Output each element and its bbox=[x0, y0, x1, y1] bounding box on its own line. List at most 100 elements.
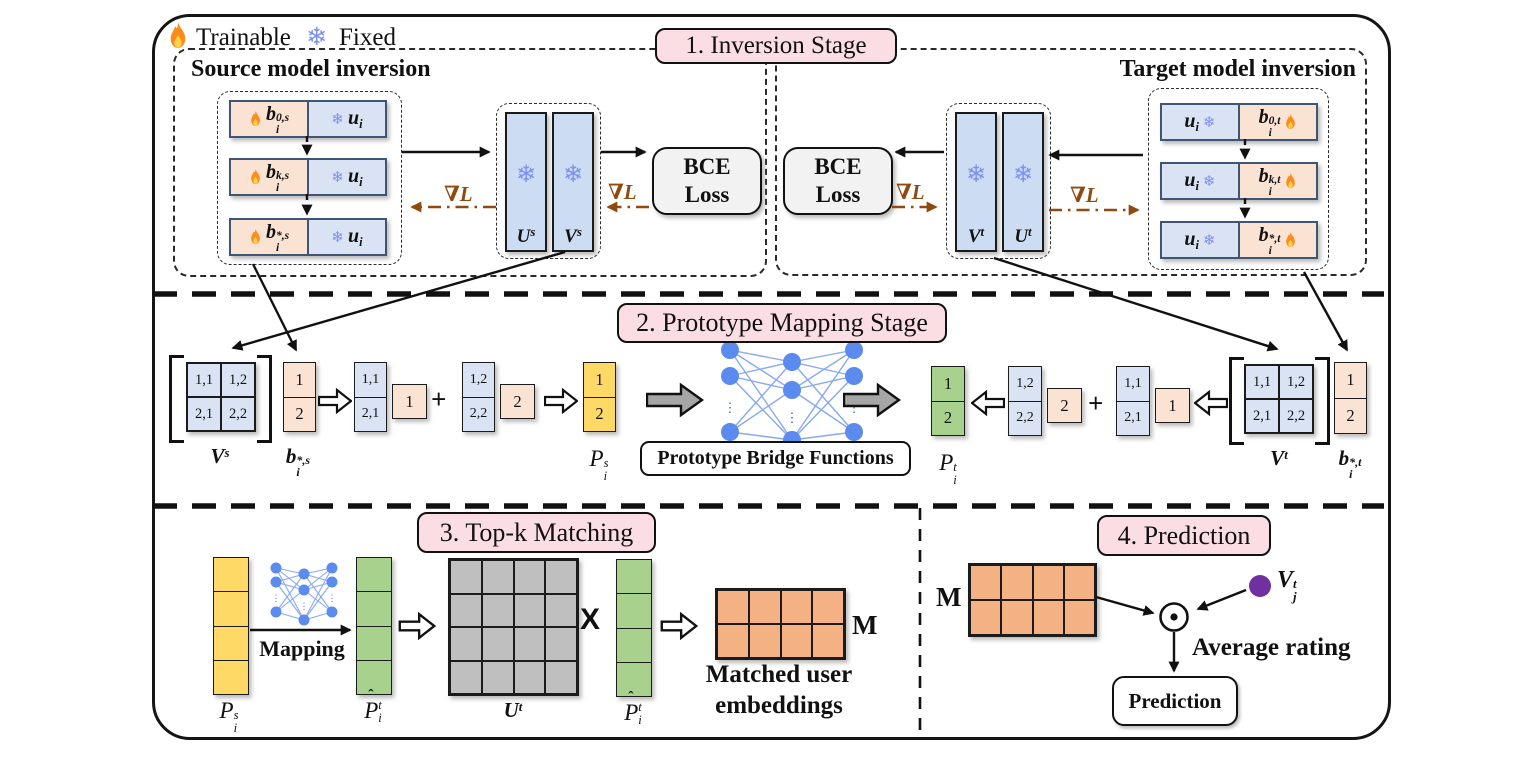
item-embedding-dot bbox=[1249, 575, 1271, 597]
stage3-label: 3. Top-k Matching bbox=[417, 512, 656, 553]
fixed-user-cell: ui ❄ bbox=[1162, 164, 1238, 198]
bridge-functions-box: Prototype Bridge Functions bbox=[640, 441, 911, 476]
vector-cell bbox=[214, 558, 248, 591]
flame-icon bbox=[1286, 231, 1296, 248]
source-item-matrix-column: ❄ Vs bbox=[552, 112, 594, 252]
stage2-label: 2. Prototype Mapping Stage bbox=[617, 303, 947, 343]
column-b-vector: 1,2 2,2 bbox=[462, 362, 495, 432]
average-rating-label: Average rating bbox=[1192, 634, 1351, 661]
vector-cell: 1 bbox=[295, 369, 304, 389]
vs-matrix: 1,1 1,2 2,1 2,2 bbox=[186, 362, 256, 432]
vs-matrix-label: Vs bbox=[210, 444, 230, 468]
svg-text:⋮: ⋮ bbox=[786, 410, 799, 425]
matrix-cell bbox=[717, 590, 749, 624]
snowflake-icon: ❄ bbox=[965, 159, 987, 188]
matrix-cell: 2,1 bbox=[1245, 399, 1279, 433]
matrix-column-label: Us bbox=[516, 224, 536, 247]
flame-icon bbox=[1286, 172, 1296, 189]
matrix-cell bbox=[1001, 565, 1033, 600]
vector-cell bbox=[214, 659, 248, 694]
source-user-matrix-column: ❄ Us bbox=[505, 112, 547, 252]
flow-arrow-icon bbox=[660, 612, 698, 640]
vector-cell bbox=[214, 591, 248, 625]
fixed-user-cell: ui ❄ bbox=[1162, 223, 1238, 257]
matrix-cell bbox=[748, 624, 781, 658]
svg-text:⋮: ⋮ bbox=[724, 400, 737, 415]
scalar-b-box-t: 2 bbox=[1047, 388, 1082, 423]
flame-icon bbox=[251, 168, 260, 185]
fixed-user-cell: ui ❄ bbox=[1162, 105, 1238, 139]
vector-cell bbox=[617, 627, 651, 662]
flow-arrow-icon bbox=[544, 388, 578, 414]
figure-border bbox=[152, 14, 1391, 740]
bce-line2: Loss bbox=[815, 182, 861, 207]
mapped-prototype-column-2 bbox=[616, 559, 652, 697]
matrix-cell: 2,1 bbox=[187, 397, 221, 431]
flame-icon bbox=[251, 228, 260, 245]
source-prototype-vector: 1 2 bbox=[583, 362, 616, 432]
matrix-cell bbox=[450, 627, 482, 661]
matrix-cell bbox=[450, 560, 482, 594]
target-user-matrix bbox=[448, 558, 579, 696]
fixed-user-cell: ❄ ui bbox=[307, 102, 385, 136]
plus-sign: + bbox=[1088, 388, 1104, 418]
target-item-matrix-column: ❄ Vt bbox=[955, 112, 997, 252]
snowflake-icon: ❄ bbox=[331, 167, 344, 186]
matrix-cell bbox=[513, 593, 546, 627]
source-prototype-column bbox=[213, 557, 249, 695]
matrix-cell bbox=[545, 660, 577, 694]
scalar-a-box-t: 1 bbox=[1155, 388, 1190, 423]
matrix-cell bbox=[545, 560, 577, 594]
svg-text:⋮: ⋮ bbox=[272, 593, 281, 603]
matrix-cell bbox=[1032, 565, 1064, 600]
matrix-cell: 2,2 bbox=[221, 397, 255, 431]
vector-cell: 2 bbox=[932, 400, 964, 436]
vt-matrix: 1,1 1,2 2,1 2,2 bbox=[1244, 364, 1314, 434]
flame-icon bbox=[1286, 113, 1296, 130]
matrix-cell bbox=[481, 593, 514, 627]
fixed-user-cell: ❄ ui bbox=[307, 220, 385, 254]
bracket-left bbox=[169, 355, 184, 443]
scalar-a-box: 1 bbox=[392, 384, 427, 419]
vector-cell: 2,2 bbox=[1009, 400, 1041, 436]
matched-embeddings-matrix bbox=[715, 588, 846, 660]
target-user-matrix-column: ❄ Ut bbox=[1002, 112, 1044, 252]
user-math-label: ui bbox=[347, 224, 363, 249]
bias-vector-s: 1 2 bbox=[283, 362, 316, 432]
scalar-b-box: 2 bbox=[500, 384, 535, 419]
user-math-label: ui bbox=[347, 164, 363, 189]
bracket-right bbox=[257, 355, 272, 443]
grad-loss-label: ∇L bbox=[608, 180, 637, 204]
matrix-column-label: Ut bbox=[1014, 224, 1032, 247]
matrix-cell bbox=[780, 624, 813, 658]
matrix-cell bbox=[513, 660, 546, 694]
user-math-label: ui bbox=[1184, 227, 1200, 252]
plus-sign: + bbox=[431, 384, 447, 414]
bracket-left bbox=[1229, 357, 1244, 445]
matched-embeddings-caption: Matched user embeddings bbox=[705, 661, 853, 719]
legend-fixed-label: Fixed bbox=[339, 24, 396, 51]
multiply-sign: X bbox=[580, 603, 601, 636]
vector-cell bbox=[357, 591, 391, 625]
flame-icon bbox=[251, 110, 260, 127]
snowflake-icon: ❄ bbox=[331, 109, 344, 128]
matrix-cell bbox=[1001, 600, 1033, 635]
m-matrix-name: M bbox=[936, 582, 962, 612]
vector-cell: 2 bbox=[1335, 397, 1366, 434]
user-math-label: ui bbox=[347, 106, 363, 131]
